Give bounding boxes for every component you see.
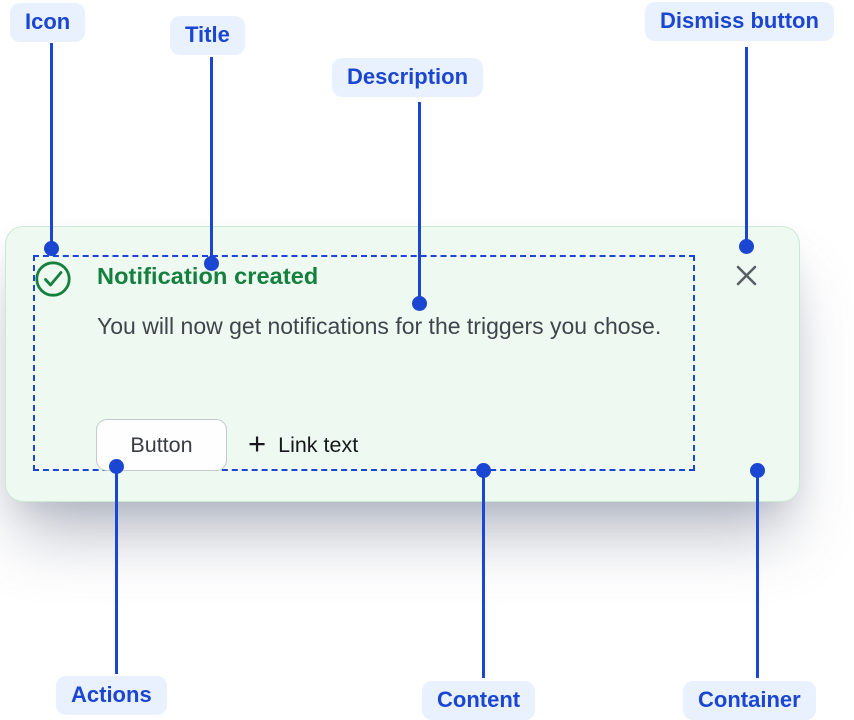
- notification-actions: Button + Link text: [96, 419, 358, 471]
- title-callout-dot: [204, 256, 219, 271]
- description-label: Description: [332, 58, 484, 97]
- container-callout-dot: [750, 463, 765, 478]
- title-callout-line: [210, 57, 213, 263]
- dismiss-button-label: Dismiss button: [645, 2, 834, 41]
- actions-callout-line: [115, 466, 118, 674]
- content-callout-dot: [476, 463, 491, 478]
- description-callout-line: [418, 102, 421, 303]
- icon-label: Icon: [10, 3, 86, 42]
- content-label: Content: [422, 681, 536, 720]
- content-outline: [33, 255, 695, 471]
- description-callout-dot: [412, 296, 427, 311]
- actions-callout-dot: [109, 459, 124, 474]
- action-link-label: Link text: [278, 432, 359, 457]
- container-label: Container: [683, 681, 816, 720]
- actions-label: Actions: [56, 676, 167, 715]
- success-check-icon: [34, 260, 72, 298]
- title-label: Title: [170, 16, 245, 55]
- action-link[interactable]: + Link text: [248, 425, 359, 461]
- close-icon: [734, 263, 759, 291]
- notification-description: You will now get notifications for the t…: [97, 313, 662, 339]
- container-callout-line: [756, 470, 759, 678]
- plus-icon: +: [248, 425, 267, 461]
- icon-callout-line: [50, 43, 53, 248]
- icon-callout-dot: [44, 241, 59, 256]
- dismiss-callout-dot: [739, 239, 754, 254]
- content-callout-line: [482, 470, 485, 678]
- dismiss-callout-line: [745, 47, 748, 247]
- action-button[interactable]: Button: [96, 419, 227, 471]
- dismiss-button[interactable]: [733, 263, 760, 290]
